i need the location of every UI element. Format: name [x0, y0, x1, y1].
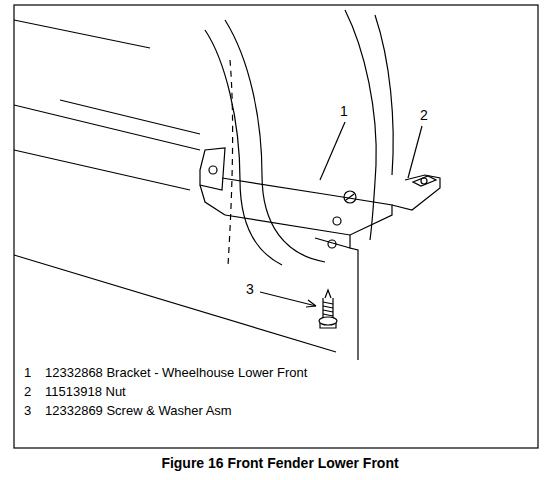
part-description: 3 [24, 404, 31, 418]
fender-panel [14, 20, 336, 352]
leader-line [260, 122, 422, 307]
figure-caption: Figure 16 Front Fender Lower Front [0, 456, 560, 471]
part-index: 1 [24, 366, 31, 380]
callout-number: 1 [340, 104, 348, 119]
callout-number: 2 [420, 108, 428, 123]
screw-washer [319, 290, 337, 328]
wheelhouse [205, 10, 393, 265]
nut [413, 176, 436, 186]
part-description: 12332869 Screw & Washer Asm [45, 404, 232, 418]
fastener-head [344, 191, 356, 203]
figure-frame [14, 5, 538, 448]
callout-number: 3 [246, 282, 254, 297]
part-description: 12332868 Bracket - Wheelhouse Lower Fron… [45, 366, 307, 380]
part-description: 11513918 Nut [45, 385, 126, 399]
part-index: 2 [24, 385, 31, 399]
